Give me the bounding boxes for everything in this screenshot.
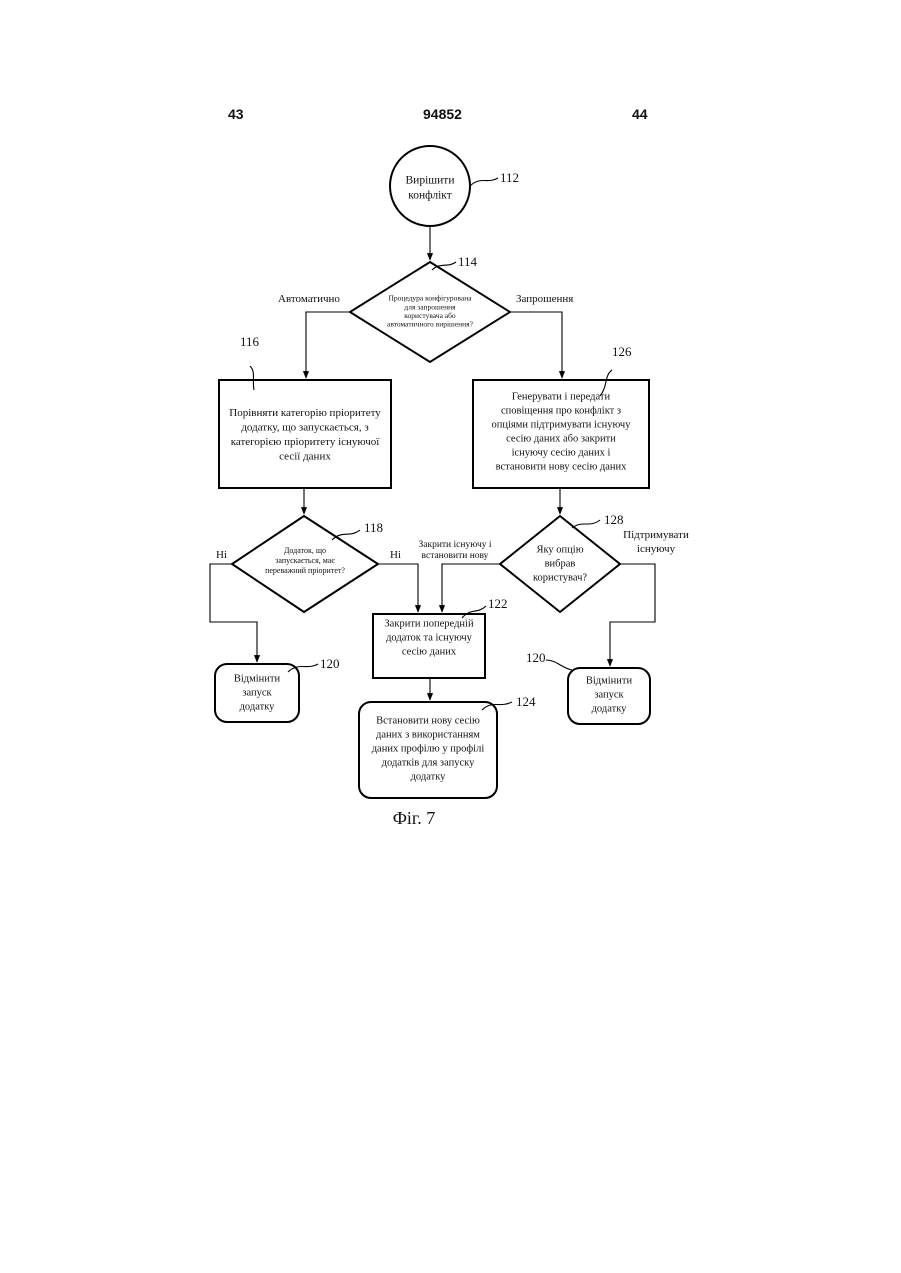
node-b124-line-3: додатків для запуску bbox=[382, 758, 475, 769]
ref-122: 122 bbox=[488, 596, 508, 611]
leader-116 bbox=[250, 366, 254, 390]
ref-116: 116 bbox=[240, 334, 260, 349]
node-cancelL-line-0: Відмінити bbox=[234, 674, 281, 685]
figure-caption: Фіг. 7 bbox=[393, 808, 436, 828]
leader-112 bbox=[470, 178, 498, 186]
node-b122-line-1: додаток та існуючу bbox=[386, 633, 473, 644]
node-b116-line-0: Порівняти категорію пріоритету bbox=[229, 407, 381, 419]
node-cancelL-line-1: запуск bbox=[242, 688, 272, 699]
edge-128-cancel bbox=[610, 564, 655, 666]
node-b126-line-5: встановити нову сесію даних bbox=[496, 462, 628, 473]
node-labels: ВирішитиконфліктПроцедура конфігурованад… bbox=[229, 175, 632, 783]
node-b116-line-1: додатку, що запускається, з bbox=[241, 422, 368, 434]
edge-label-close-1: Закрити існуючу і bbox=[418, 540, 491, 550]
node-b124-line-1: даних з використанням bbox=[376, 730, 480, 741]
edge-114-126 bbox=[510, 312, 562, 378]
edge-label-keep-1: Підтримувати bbox=[623, 529, 689, 541]
leader-128 bbox=[572, 520, 600, 528]
ref-118: 118 bbox=[364, 520, 383, 535]
node-d128-line-2: користувач? bbox=[533, 573, 587, 584]
leader-124 bbox=[482, 702, 512, 710]
edge-118-122 bbox=[378, 564, 418, 612]
ref-114: 114 bbox=[458, 254, 478, 269]
leader-122 bbox=[462, 606, 486, 618]
ref-120-right: 120 bbox=[526, 650, 546, 665]
node-d128-line-0: Яку опцію bbox=[536, 545, 583, 556]
node-cancelR-line-1: запуск bbox=[594, 690, 624, 701]
node-d118-line-0: Додаток, що bbox=[284, 546, 326, 555]
node-d114-line-3: автоматичного вирішення? bbox=[387, 320, 474, 329]
node-b126-line-3: сесію даних або закрити bbox=[506, 434, 616, 445]
node-b122-line-0: Закрити попередній bbox=[384, 619, 474, 630]
process-116 bbox=[219, 380, 391, 488]
node-b124-line-4: додатку bbox=[411, 772, 447, 783]
ref-126: 126 bbox=[612, 344, 632, 359]
node-b116-line-3: сесії даних bbox=[279, 451, 331, 463]
node-d118-line-2: переважний пріоритет? bbox=[265, 566, 345, 575]
node-b126-line-1: сповіщення про конфлікт з bbox=[501, 406, 621, 417]
node-b116-line-2: категорією пріоритету існуючої bbox=[231, 436, 381, 448]
edge-label-no-right: Ні bbox=[390, 549, 401, 561]
node-b126-line-0: Генерувати і передати bbox=[512, 392, 611, 403]
node-b126-line-4: існуючу сесію даних і bbox=[512, 448, 611, 459]
node-cancelR-line-0: Відмінити bbox=[586, 676, 633, 687]
node-b126-line-2: опціями підтримувати існуючу bbox=[492, 420, 632, 431]
edge-label-keep-2: існуючу bbox=[637, 543, 676, 555]
node-b124-line-2: даних профілю у профілі bbox=[372, 744, 485, 755]
node-start-line-0: Вирішити bbox=[406, 175, 455, 187]
edge-label-invite: Запрошення bbox=[516, 293, 573, 305]
ref-120-left: 120 bbox=[320, 656, 340, 671]
ref-124: 124 bbox=[516, 694, 536, 709]
node-cancelR-line-2: додатку bbox=[592, 704, 628, 715]
edge-114-116 bbox=[306, 312, 350, 378]
node-d128-line-1: вибрав bbox=[545, 559, 576, 570]
leader-120-right bbox=[546, 660, 572, 670]
node-cancelL-line-2: додатку bbox=[240, 702, 276, 713]
edge-label-no-left: Ні bbox=[216, 549, 227, 561]
node-d118-line-1: запускається, має bbox=[275, 556, 335, 565]
node-b124-line-0: Встановити нову сесію bbox=[376, 716, 480, 727]
ref-112: 112 bbox=[500, 170, 519, 185]
edge-label-close-2: встановити нову bbox=[422, 551, 489, 561]
edge-118-cancel bbox=[210, 564, 257, 662]
leader-118 bbox=[332, 530, 360, 540]
edge-label-auto: Автоматично bbox=[278, 293, 340, 305]
ref-128: 128 bbox=[604, 512, 624, 527]
node-b122-line-2: сесію даних bbox=[402, 647, 457, 658]
node-start-line-1: конфлікт bbox=[408, 190, 451, 202]
